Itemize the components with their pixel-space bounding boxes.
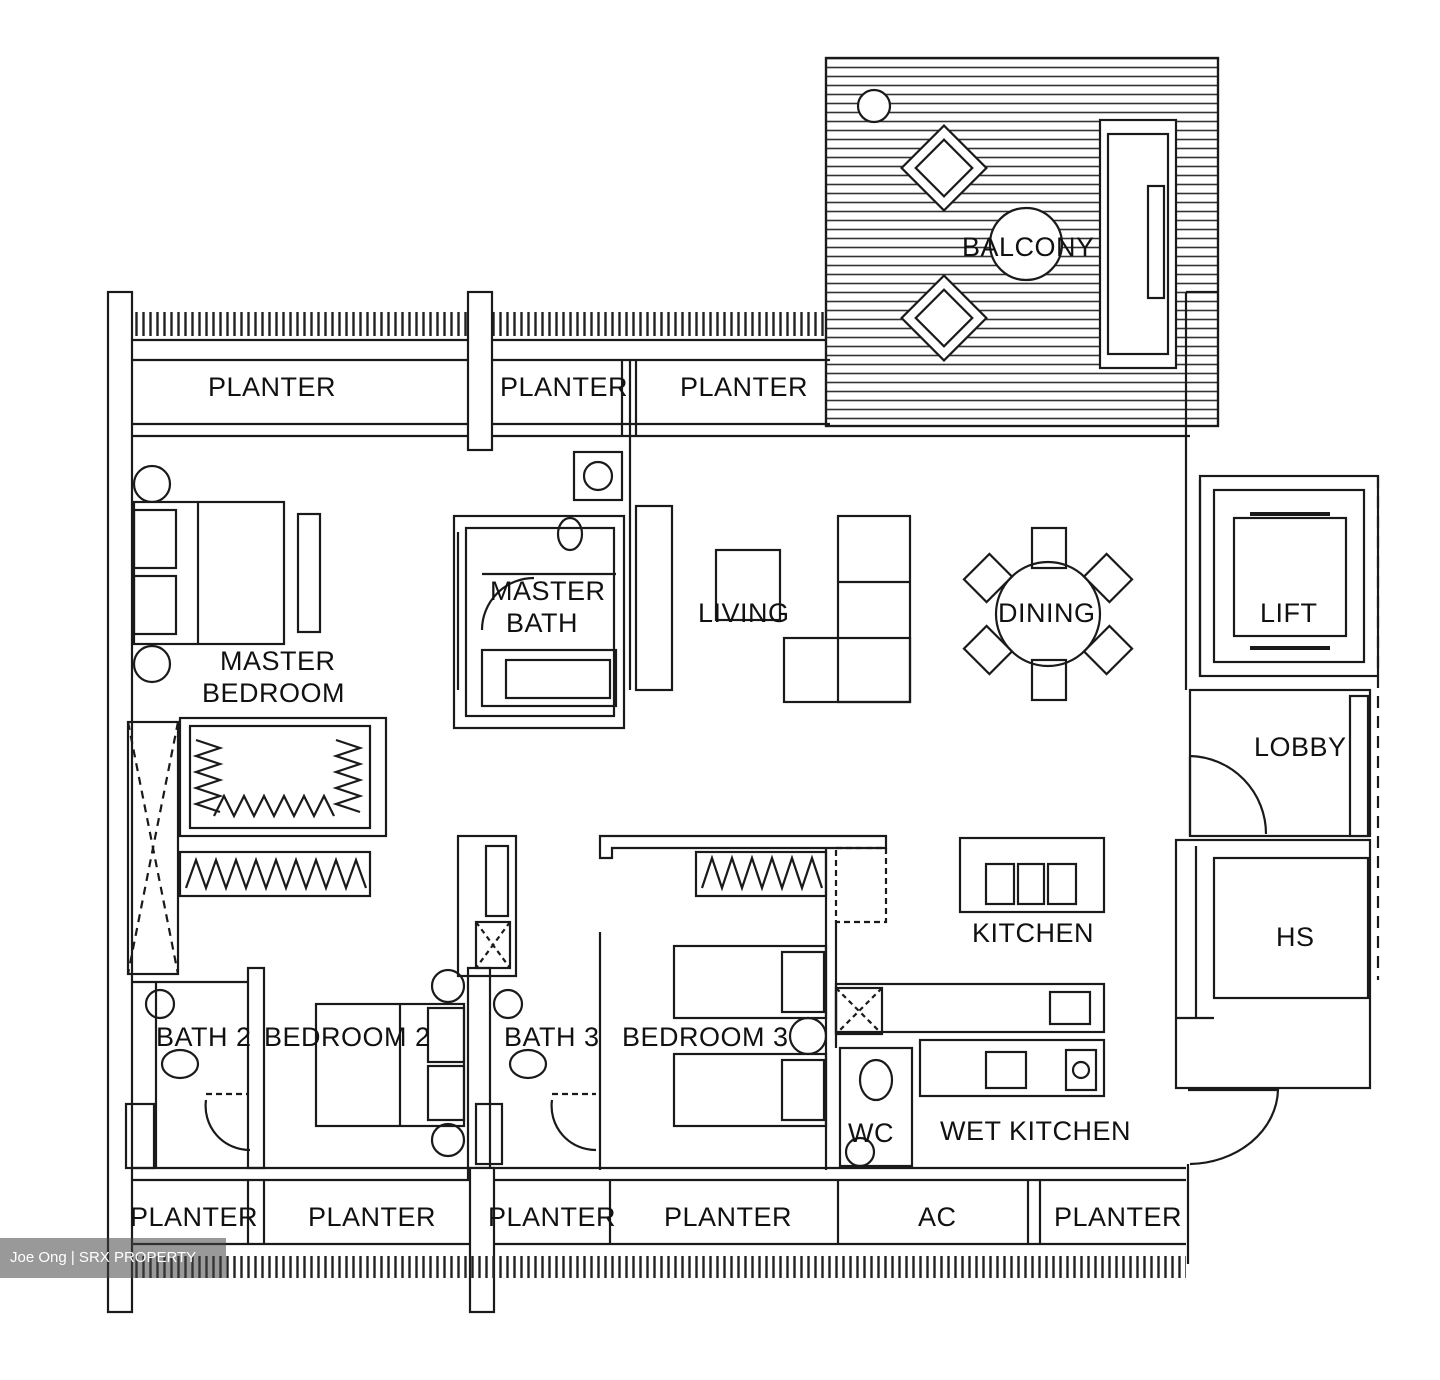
- room-labels: BALCONY PLANTER PLANTER PLANTER MASTER B…: [130, 232, 1347, 1232]
- balcony: [824, 56, 1220, 428]
- label-dining: DINING: [998, 598, 1096, 628]
- watermark: Joe Ong | SRX PROPERTY: [0, 1238, 226, 1278]
- label-wc: WC: [848, 1118, 894, 1148]
- label-planter: PLANTER: [664, 1202, 792, 1232]
- label-lift: LIFT: [1260, 598, 1318, 628]
- label-hs: HS: [1276, 922, 1315, 952]
- label-planter: PLANTER: [500, 372, 628, 402]
- label-bath-2: BATH 2: [156, 1022, 252, 1052]
- label-lobby: LOBBY: [1254, 732, 1347, 762]
- label-living: LIVING: [698, 598, 790, 628]
- label-master-bath-1: MASTER: [490, 576, 606, 606]
- label-bedroom-2: BEDROOM 2: [264, 1022, 431, 1052]
- label-planter: PLANTER: [488, 1202, 616, 1232]
- label-bath-3: BATH 3: [504, 1022, 600, 1052]
- label-planter: PLANTER: [680, 372, 808, 402]
- label-planter: PLANTER: [208, 372, 336, 402]
- label-ac: AC: [918, 1202, 957, 1232]
- label-planter: PLANTER: [1054, 1202, 1182, 1232]
- left-wall: [106, 290, 134, 1314]
- label-master-bath-2: BATH: [506, 608, 578, 638]
- label-kitchen: KITCHEN: [972, 918, 1094, 948]
- label-master-bedroom-1: MASTER: [220, 646, 336, 676]
- label-balcony: BALCONY: [962, 232, 1095, 262]
- label-master-bedroom-2: BEDROOM: [202, 678, 345, 708]
- label-planter: PLANTER: [308, 1202, 436, 1232]
- bottom-railing: [132, 1256, 1186, 1278]
- label-wet-kitchen: WET KITCHEN: [940, 1116, 1131, 1146]
- label-planter: PLANTER: [130, 1202, 258, 1232]
- label-bedroom-3: BEDROOM 3: [622, 1022, 789, 1052]
